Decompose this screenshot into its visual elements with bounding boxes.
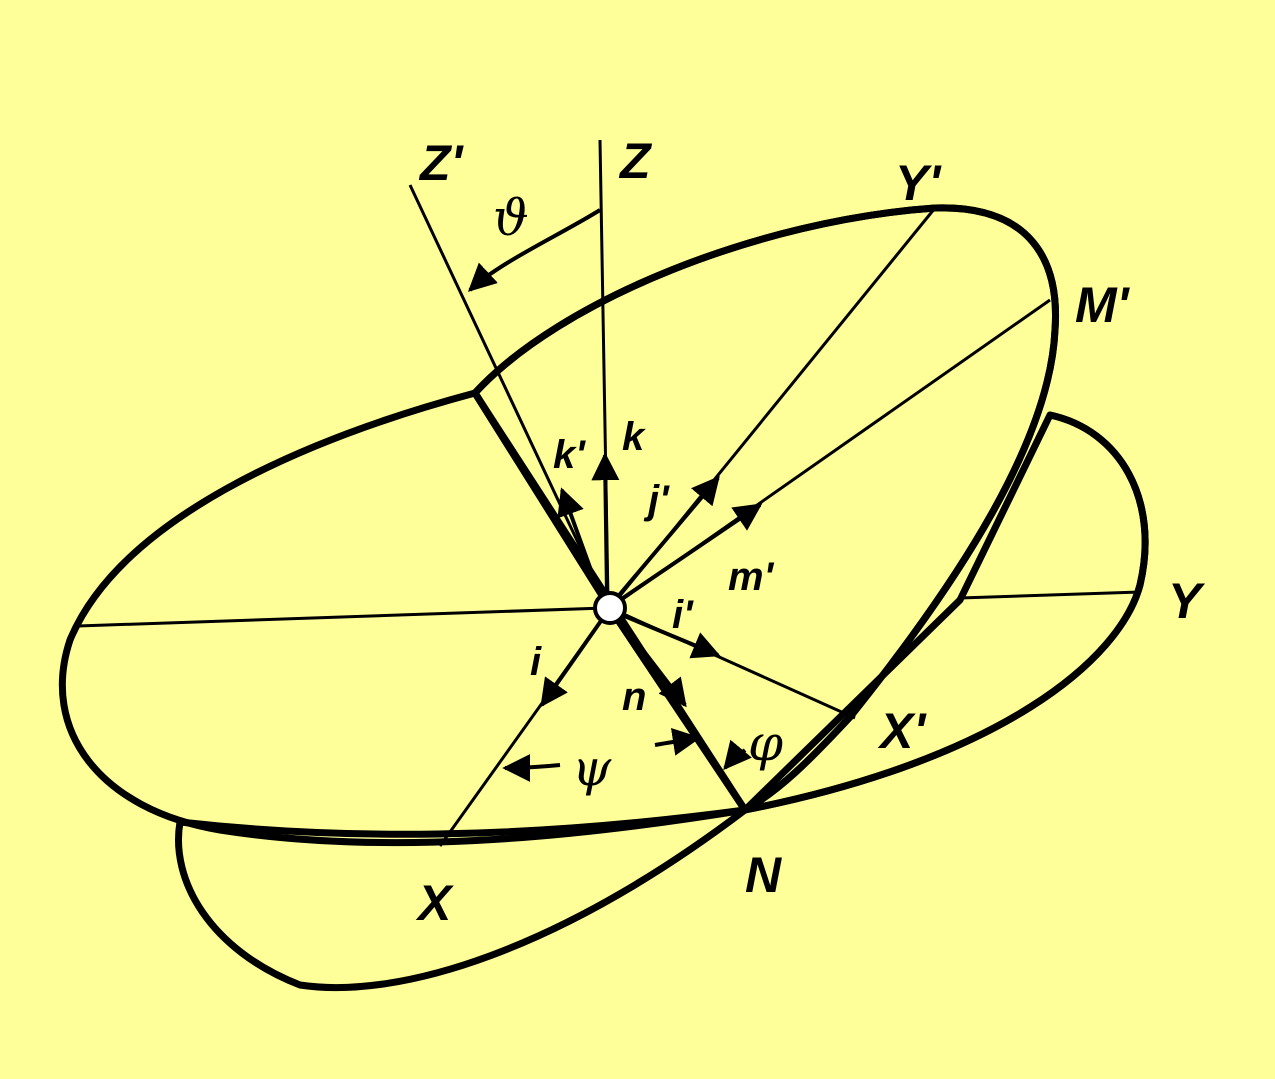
psi-arc-left [502, 753, 561, 782]
i-vector [540, 616, 605, 708]
label-m-prime-vector: m' [728, 555, 775, 599]
i-prime-vector [621, 613, 721, 659]
theta-arc [467, 208, 602, 292]
label-k: k [622, 415, 646, 459]
fixed-plane [58, 389, 749, 847]
label-z-prime: Z' [418, 135, 465, 191]
label-j-prime: j' [643, 478, 670, 522]
z-prime-axis-line [408, 184, 607, 601]
psi-arc-right [654, 727, 701, 756]
rotated-plane-lower-lobe [175, 806, 749, 991]
label-y: Y [1168, 573, 1206, 629]
y-axis-right-line [959, 590, 1141, 600]
label-z: Z [618, 133, 653, 189]
j-prime-vector [613, 475, 720, 602]
label-x-prime: X' [877, 703, 927, 759]
origin-point [593, 591, 627, 625]
k-prime-vector [557, 487, 602, 596]
label-i-prime: i' [672, 593, 694, 637]
label-psi: ψ [572, 739, 612, 797]
label-x: X [415, 875, 454, 931]
y-axis-left-line [77, 606, 606, 628]
label-y-prime: Y' [895, 155, 942, 211]
k-vector [591, 452, 620, 596]
label-k-prime: k' [553, 433, 586, 477]
label-theta: ϑ [493, 189, 529, 247]
label-phi: φ [748, 714, 783, 772]
phi-arc [723, 739, 752, 771]
label-m-prime: M' [1075, 277, 1131, 333]
label-n-vector: n [622, 675, 646, 719]
label-n: N [745, 847, 782, 903]
n-vector [618, 618, 687, 708]
m-prime-vector [618, 503, 763, 602]
label-i: i [530, 640, 542, 684]
